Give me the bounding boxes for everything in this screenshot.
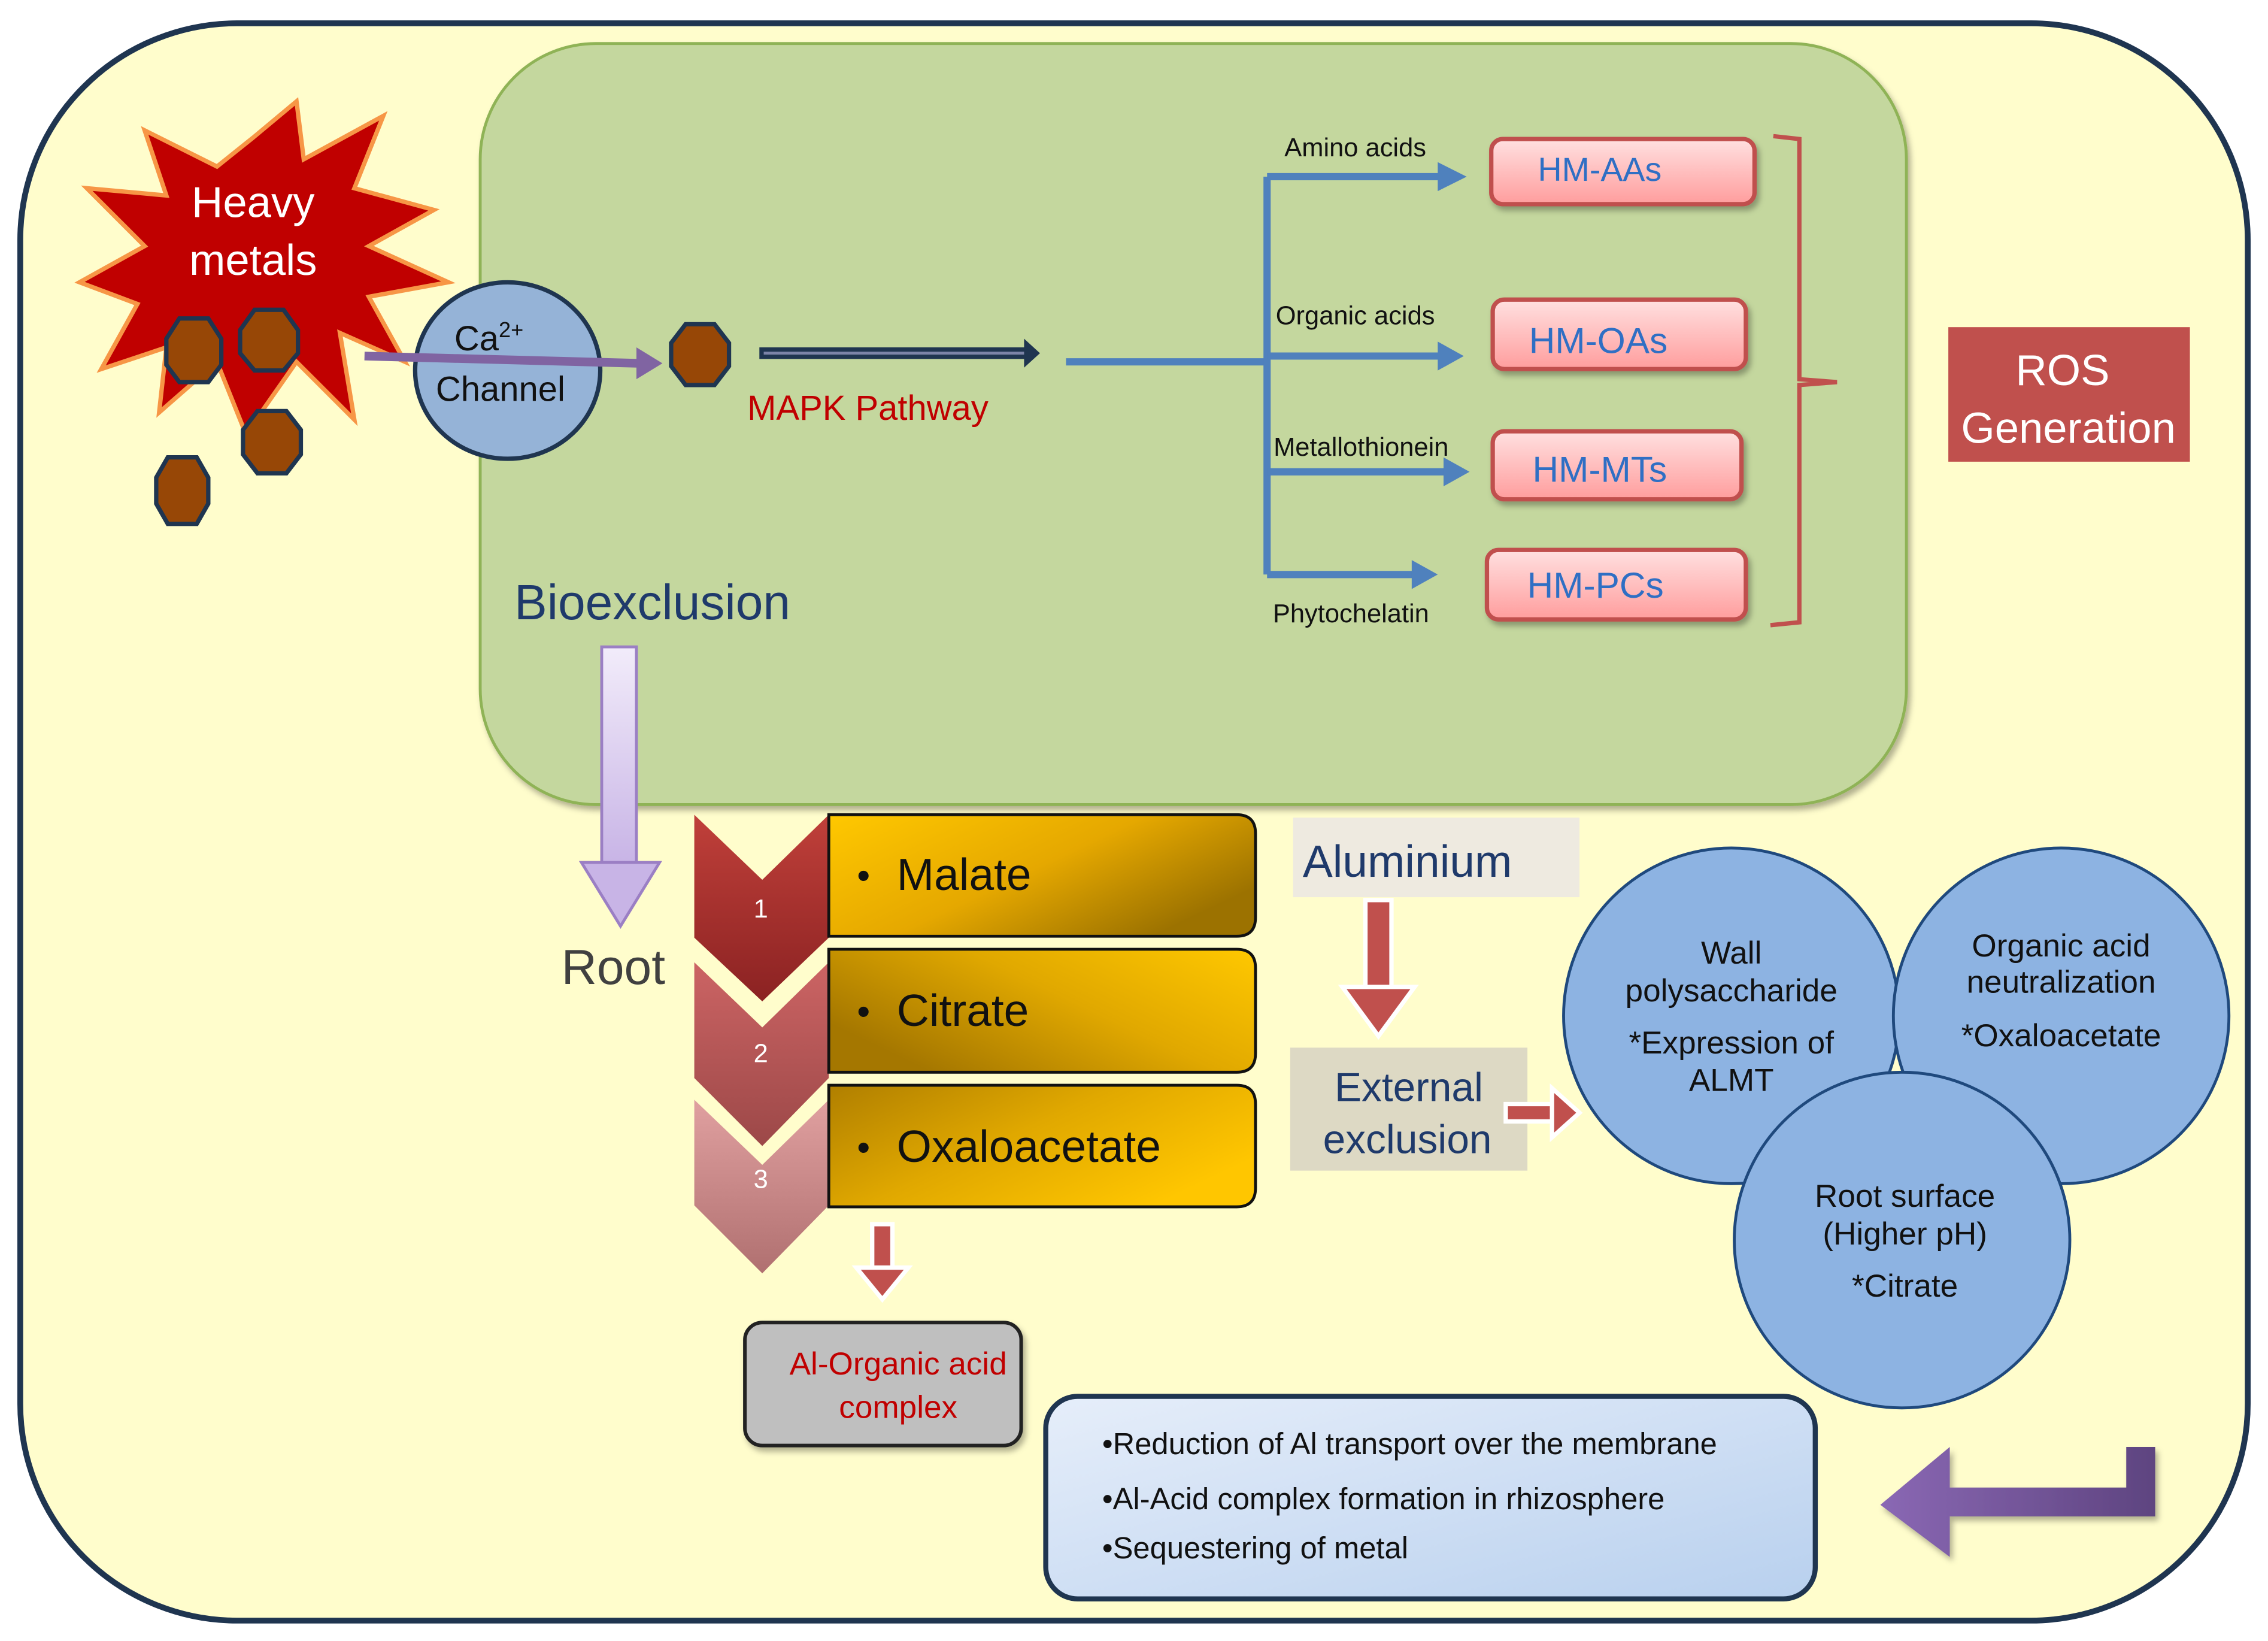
- root-label: Root: [562, 940, 666, 995]
- complex-label-hm-pcs: HM-PCs: [1527, 565, 1664, 605]
- metal-particle-icon: [241, 408, 304, 476]
- arrow-head-icon: [1411, 560, 1438, 589]
- outcome-item: •Al-Acid complex formation in rhizospher…: [1102, 1482, 1665, 1516]
- metal-particle-icon: [669, 322, 732, 387]
- outcomes-box: •Reduction of Al transport over the memb…: [1043, 1394, 1818, 1601]
- branching-pathway: [1066, 172, 1447, 579]
- chevron-step-3: [694, 1100, 829, 1274]
- arrow-head-icon: [1438, 341, 1464, 371]
- malate-box: [827, 813, 1257, 938]
- oxaloacetate-label: Oxaloacetate: [897, 1121, 1161, 1171]
- influx-arrow: [364, 347, 663, 380]
- outcome-item: •Sequestering of metal: [1102, 1531, 1408, 1565]
- citrate-label: Citrate: [897, 985, 1029, 1036]
- neutralization-label-1: Organic acid: [1972, 928, 2150, 964]
- wall-label-4: ALMT: [1689, 1063, 1774, 1098]
- mapk-arrow: [759, 338, 1040, 368]
- ligand-label-phytochelatin: Phytochelatin: [1273, 600, 1429, 628]
- malate-bullet: •: [857, 855, 870, 897]
- complex-label-hm-aas: HM-AAs: [1538, 151, 1662, 188]
- bent-arrow-icon: [1880, 1447, 2155, 1557]
- mapk-pathway-label: MAPK Pathway: [747, 389, 989, 428]
- heavy-metals-label-1: Heavy: [192, 178, 315, 227]
- metal-particle-icon: [238, 307, 301, 373]
- bracket-icon: [1770, 134, 1838, 628]
- step-number-2: 2: [754, 1039, 768, 1068]
- neutralization-label-3: *Oxaloacetate: [1961, 1018, 2161, 1053]
- wall-label-3: *Expression of: [1629, 1025, 1834, 1061]
- complex-box-hm-aas: [1489, 137, 1757, 207]
- ros-label: ROS: [2015, 346, 2109, 395]
- channel-ellipse: [413, 280, 603, 461]
- arrow-head-icon: [1338, 985, 1419, 1040]
- aluminium-arrow: [1338, 898, 1419, 1040]
- root-surface-label-2: (Higher pH): [1823, 1216, 1987, 1252]
- aluminium-label: Aluminium: [1303, 836, 1512, 886]
- outcome-item: •Reduction of Al transport over the memb…: [1102, 1427, 1717, 1461]
- citrate-bullet: •: [857, 991, 870, 1033]
- arrow-head-icon: [851, 1265, 913, 1303]
- metal-particle-icon: [154, 455, 211, 526]
- al-complex-label-2: complex: [839, 1390, 957, 1425]
- external-label: External: [1335, 1065, 1483, 1110]
- arrow-head-icon: [1443, 457, 1470, 486]
- exclusion-arrow: [1503, 1083, 1583, 1143]
- complex-boxes: HM-AAs HM-OAs HM-MTs HM-PCs: [1484, 137, 1757, 622]
- external-exclusion-box: External exclusion: [1290, 1047, 1528, 1171]
- root-surface-label-3: *Citrate: [1852, 1268, 1958, 1304]
- chevron-step-2: [694, 962, 829, 1146]
- return-arrow: [1880, 1447, 2155, 1557]
- calcium-channel: Ca2+ Channel: [413, 280, 603, 461]
- organic-acid-steps: 1 2 3 • Malate • Citrate • Oxaloacetate: [694, 813, 1257, 1274]
- complex-box-hm-mts: [1490, 429, 1744, 502]
- arrow-head-icon: [578, 861, 662, 929]
- ligand-label-metallothionein: Metallothionein: [1274, 433, 1448, 462]
- aluminium-box: Aluminium: [1293, 818, 1580, 898]
- complex-box-hm-oas: [1490, 297, 1748, 371]
- arrow-head-icon: [1024, 338, 1040, 368]
- ros-generation-label: Generation: [1961, 404, 2176, 452]
- root-arrow: [578, 645, 662, 929]
- mechanism-circles: Wall polysaccharide *Expression of ALMT …: [1562, 846, 2231, 1410]
- complex-label-hm-mts: HM-MTs: [1533, 449, 1667, 490]
- al-organic-acid-complex: Al-Organic acid complex: [743, 1321, 1023, 1448]
- channel-ion-label: Ca2+: [454, 317, 523, 358]
- arrow-head-icon: [636, 347, 663, 380]
- metal-particle-icon: [164, 316, 224, 384]
- arrow-head-icon: [1550, 1083, 1583, 1143]
- complex-arrow: [851, 1222, 913, 1303]
- oxaloacetate-bullet: •: [857, 1127, 870, 1169]
- oxaloacetate-box: [827, 1083, 1257, 1209]
- ros-generation-box: ROS Generation: [1948, 327, 2190, 462]
- wall-label-2: polysaccharide: [1626, 973, 1838, 1009]
- malate-label: Malate: [897, 849, 1032, 900]
- exclusion-label: exclusion: [1323, 1118, 1492, 1162]
- complex-label-hm-oas: HM-OAs: [1529, 320, 1667, 361]
- step-number-1: 1: [754, 895, 768, 924]
- root-surface-label-1: Root surface: [1815, 1179, 1995, 1214]
- ligand-label-organic-acids: Organic acids: [1276, 301, 1435, 330]
- chevron-step-1: [694, 815, 829, 1001]
- metal-particles: [154, 307, 732, 526]
- bioexclusion-label: Bioexclusion: [514, 576, 790, 630]
- al-complex-label-1: Al-Organic acid: [790, 1346, 1007, 1382]
- root-surface-circle: [1733, 1070, 2072, 1410]
- ligand-label-amino-acids: Amino acids: [1284, 134, 1426, 162]
- branch-arrowheads: [1411, 162, 1470, 589]
- neutralization-label-2: neutralization: [1967, 964, 2156, 1000]
- arrow-head-icon: [1438, 162, 1467, 192]
- wall-label-1: Wall: [1701, 935, 1761, 971]
- heavy-metals-label-2: metals: [189, 236, 317, 284]
- channel-label: Channel: [436, 370, 565, 408]
- complex-box-hm-pcs: [1484, 547, 1748, 622]
- citrate-box: [827, 947, 1257, 1074]
- step-number-3: 3: [754, 1165, 768, 1194]
